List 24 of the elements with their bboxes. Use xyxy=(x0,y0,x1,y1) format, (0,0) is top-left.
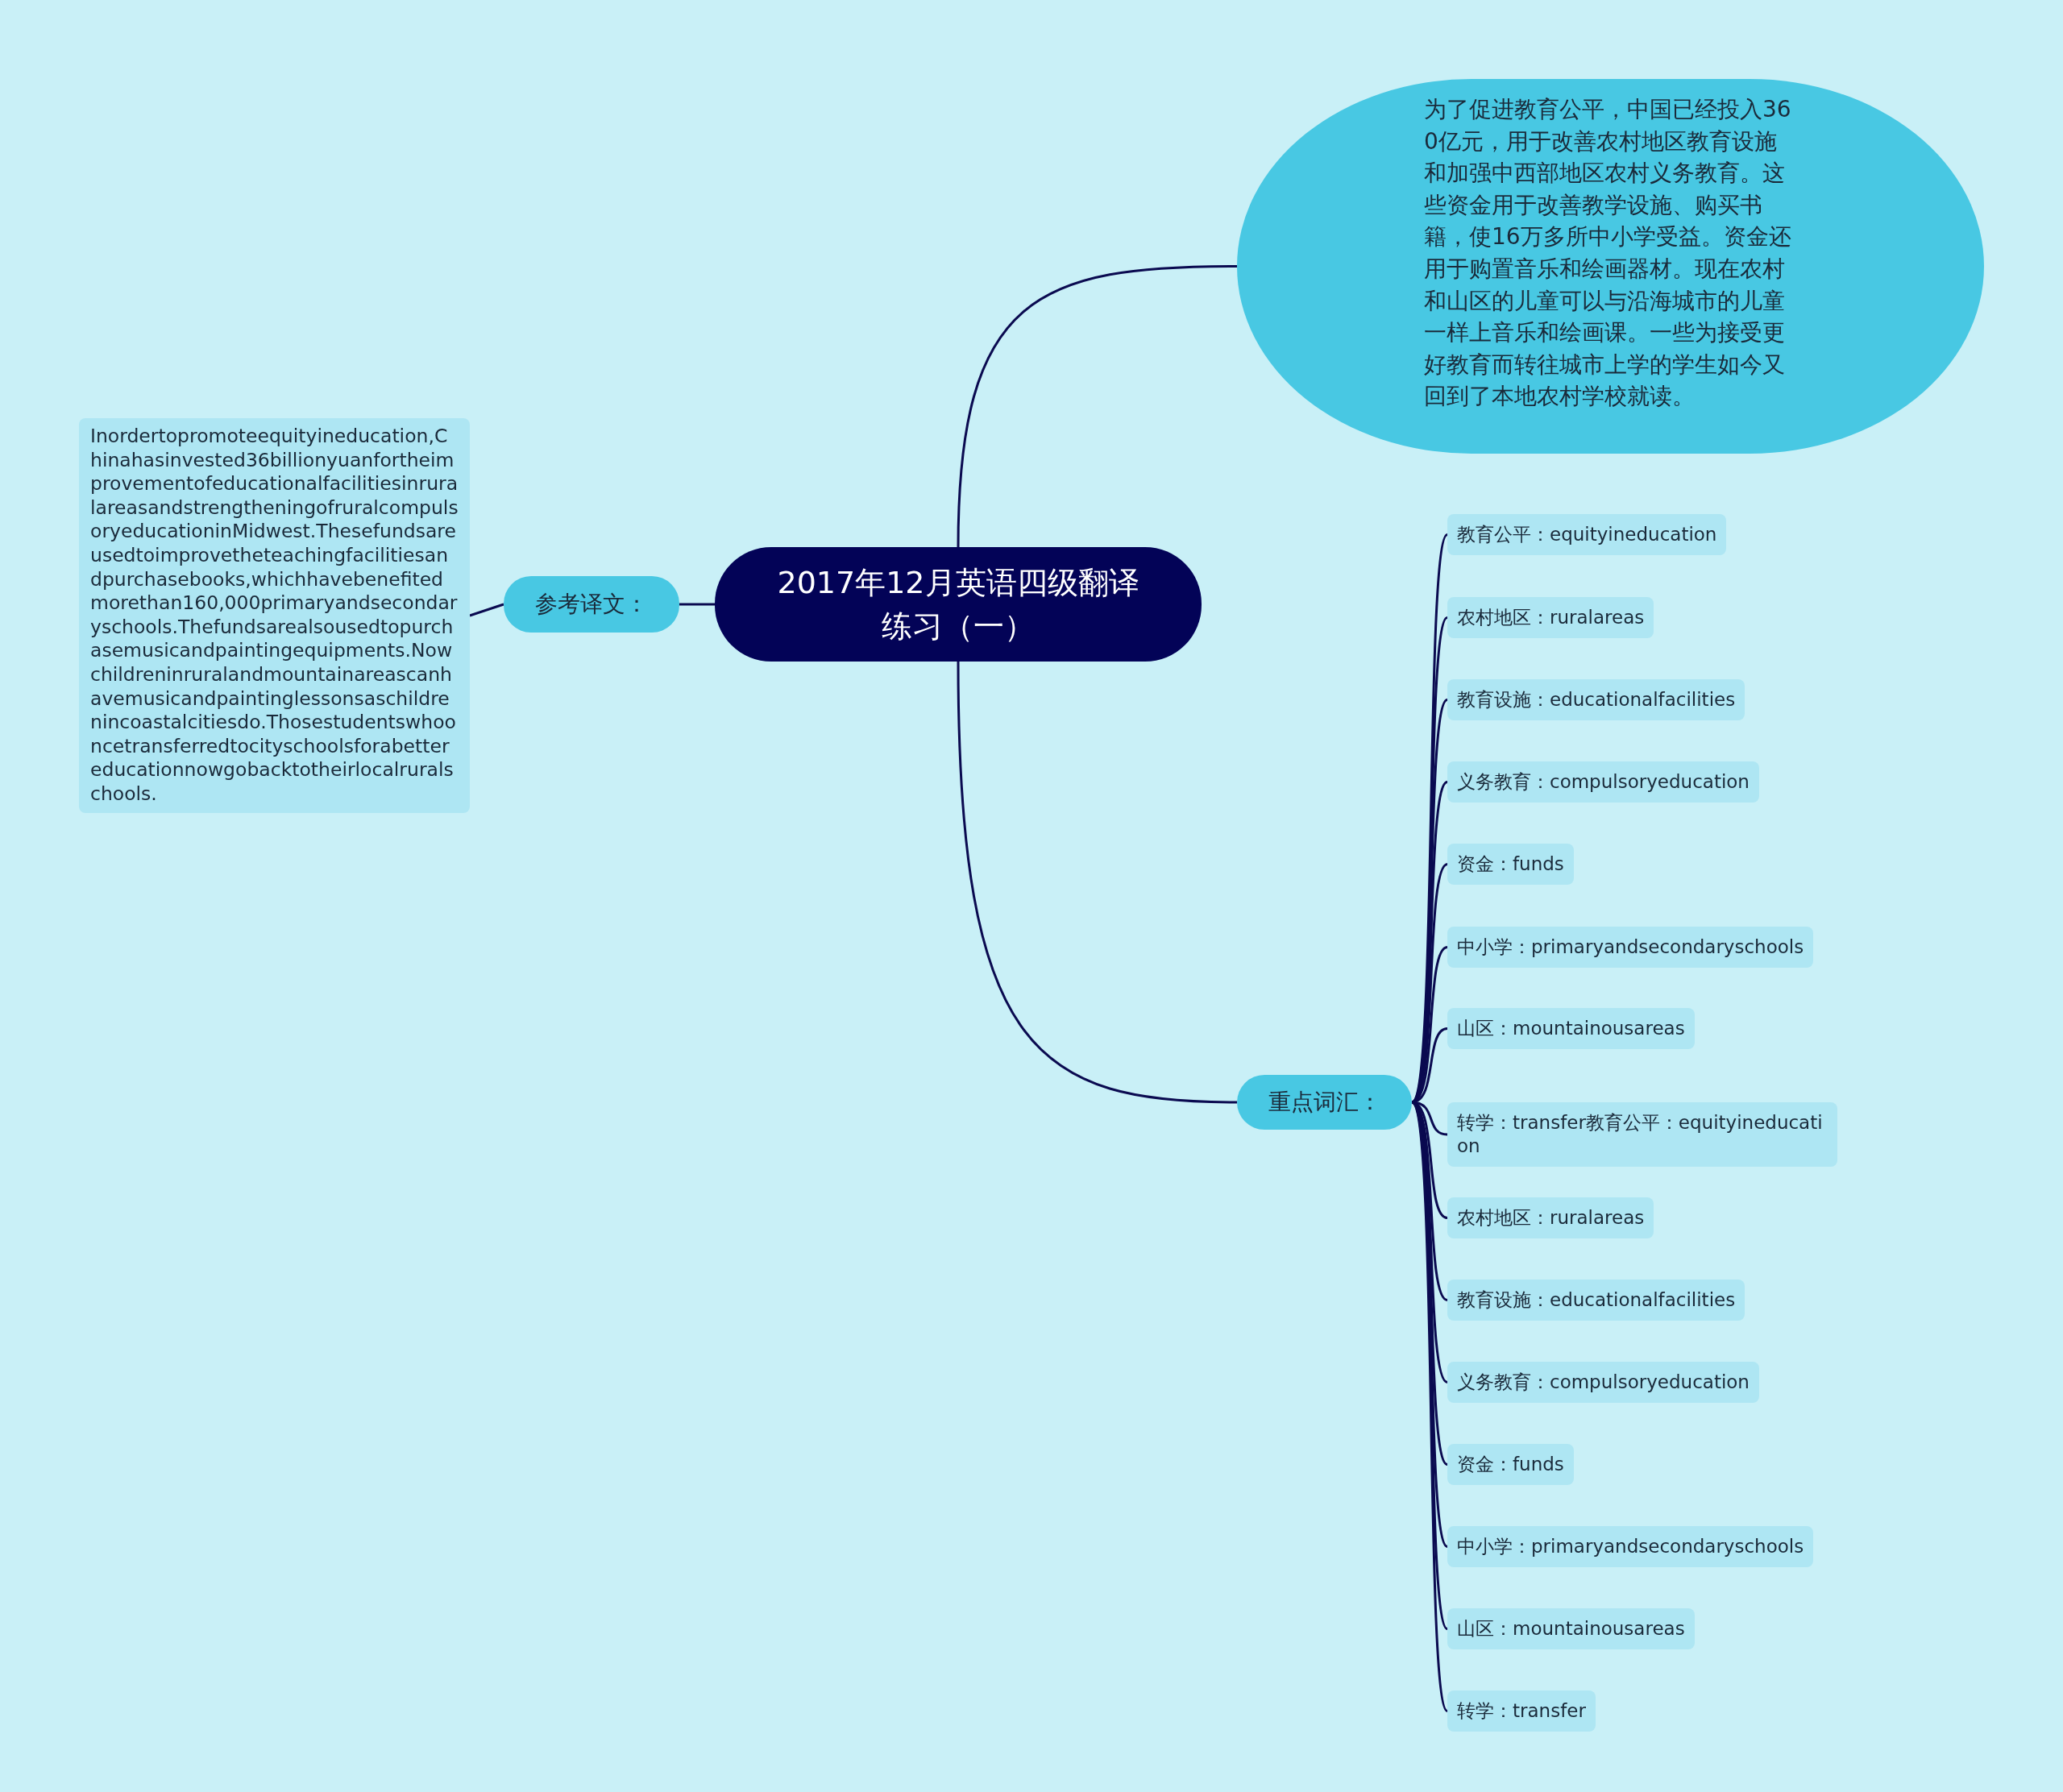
connector-line xyxy=(469,603,504,617)
vocabulary-box: 教育公平：equityineducation xyxy=(1447,514,1727,555)
vocabulary-box: 转学：transfer教育公平：equityineducation xyxy=(1447,1102,1837,1167)
connector-line xyxy=(957,661,1238,1104)
vocabulary-box: 义务教育：compulsoryeducation xyxy=(1447,761,1759,803)
vocabulary-box: 山区：mountainousareas xyxy=(1447,1608,1695,1649)
vocabulary-box: 山区：mountainousareas xyxy=(1447,1008,1695,1049)
vocabulary-box: 转学：transfer xyxy=(1447,1690,1596,1732)
text-bubble: 为了促进教育公平，中国已经投入360亿元，用于改善农村地区教育设施和加强中西部地区农村义务教育。这些资金用于改善教学设施、购买书籍，使16万多所中小学受益。资金还用于购置音乐和绘画器材。现在农村和山区的儿童可以与沿海城市的儿童一样上音乐和绘画课。一些为接受更好教育而转往城市上学的学生如今又回到了本地农村学校就读。 xyxy=(1237,79,1984,454)
vocabulary-box: 教育设施：educationalfacilities xyxy=(1447,1280,1745,1321)
vocabulary-box: 资金：funds xyxy=(1447,1444,1574,1485)
vocabulary-box: 中小学：primaryandsecondaryschools xyxy=(1447,1526,1814,1567)
vocabulary-box: 中小学：primaryandsecondaryschools xyxy=(1447,927,1814,968)
connector-line xyxy=(957,265,1238,548)
connector-line xyxy=(679,603,715,606)
vocabulary-box: 农村地区：ruralareas xyxy=(1447,1197,1654,1238)
vocabulary-box: 农村地区：ruralareas xyxy=(1447,597,1654,638)
vocabulary-box: 义务教育：compulsoryeducation xyxy=(1447,1362,1759,1403)
vocabulary-box: 资金：funds xyxy=(1447,844,1574,885)
vocabulary-box: 教育设施：educationalfacilities xyxy=(1447,679,1745,720)
branch-topic-box: 重点词汇： xyxy=(1237,1075,1412,1130)
branch-topic-box: 参考译文： xyxy=(504,576,679,633)
root-topic-box: 2017年12月英语四级翻译练习（一） xyxy=(715,547,1202,662)
translation-text-box: Inordertopromoteequityineducation,Chinahasinvested36billionyuanfortheimprovementofeducationalfacilitiesinruralareasandstrengtheningofruralcompulsoryeducationinMidwest.Thesefundsareusedtoimprovetheteachingfacilitiesandpurchasebooks,whichhavebenefitedmorethan160,000primaryandsecondaryschools.Thefundsarealsousedtopurchasemusicandpaintingequipments.Nowchildreninruralandmountainareascanhavemusicandpaintinglessonsaschildrenincoastalcitiesdo.Thosestudentswhooncetransferredtocityschoolsforabettereducationnowgobacktotheirlocalruralschools. xyxy=(79,418,470,813)
